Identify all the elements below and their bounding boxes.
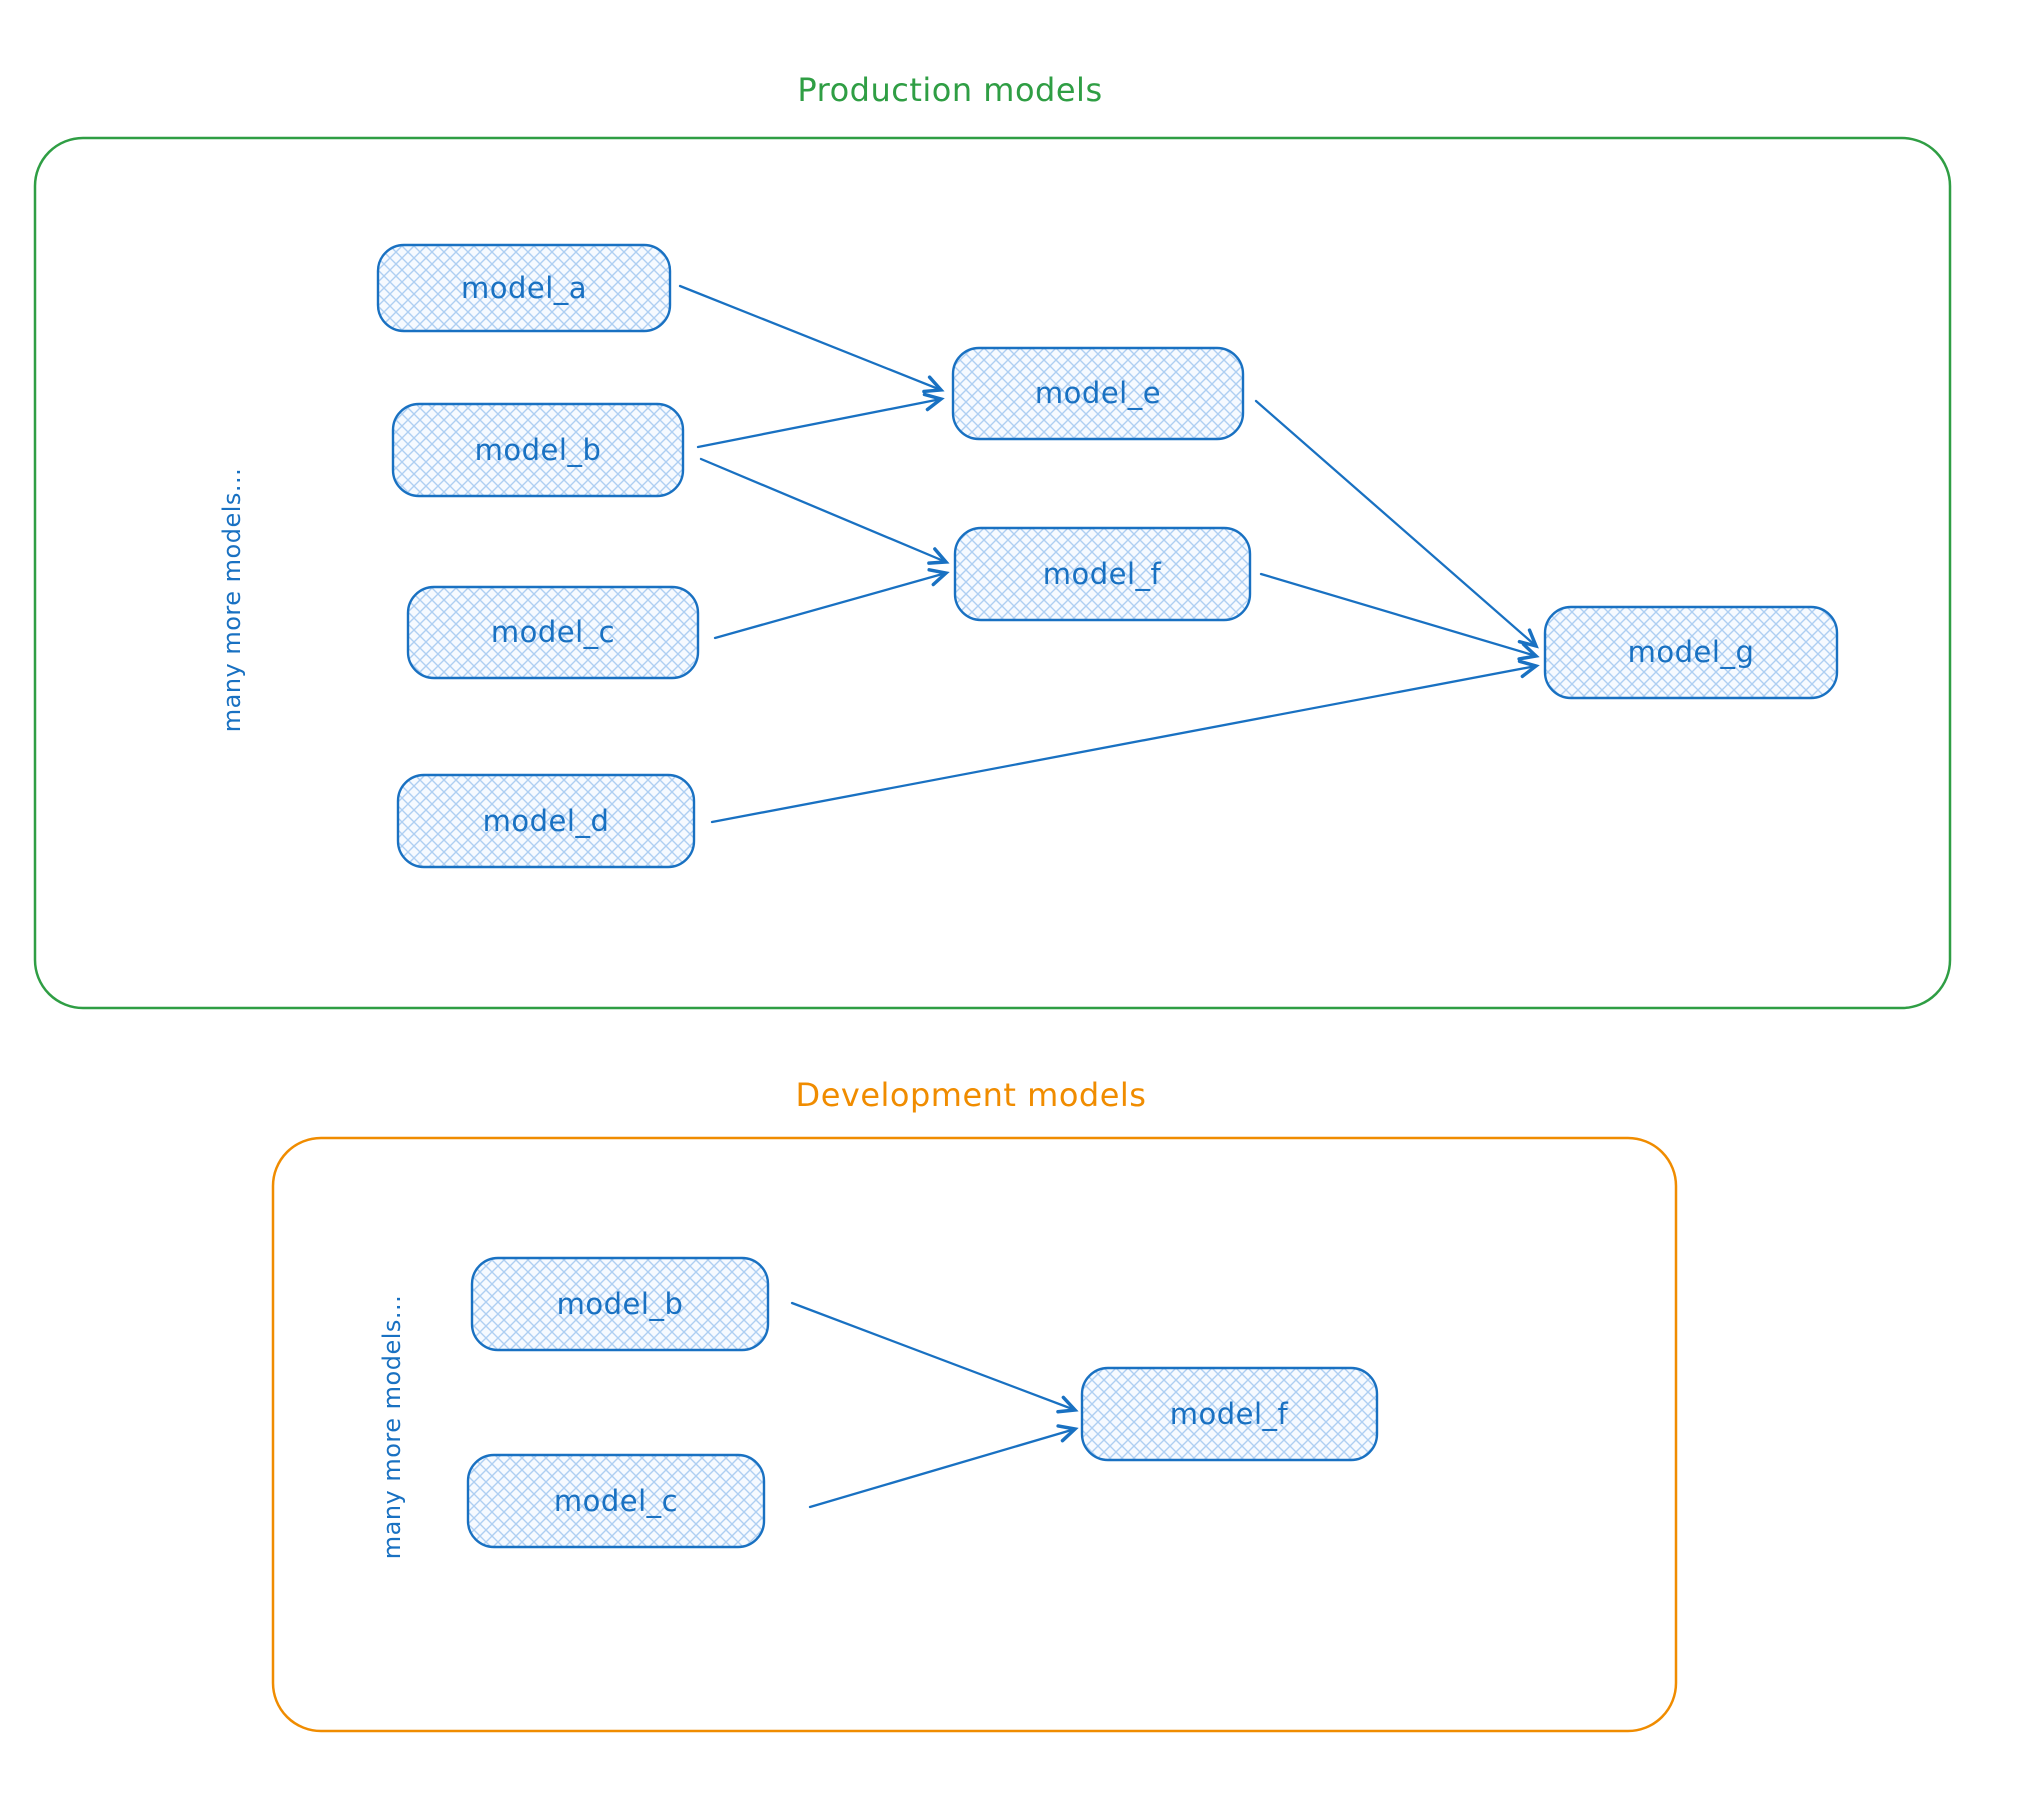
node-box [953, 526, 1252, 622]
arrow-dev-model-c-to-model-f[interactable] [808, 1429, 1075, 1509]
node-label: model_b [475, 433, 602, 467]
arrow-model-a-to-model-e[interactable] [678, 284, 941, 390]
node-label: model_c [491, 615, 615, 649]
production-container[interactable] [33, 136, 1952, 1010]
node-box [396, 773, 696, 869]
arrow-model-f-to-model-g[interactable] [1259, 572, 1536, 656]
node-box [951, 346, 1245, 441]
arrow-model-e-to-model-g[interactable] [1254, 399, 1536, 646]
arrow-model-b-to-model-f[interactable] [699, 457, 946, 562]
node-label: model_a [461, 271, 587, 305]
node-label: model_b [557, 1287, 684, 1321]
node-production-model-b[interactable]: model_b [391, 402, 685, 498]
node-label: model_c [554, 1484, 678, 1518]
arrow-model-c-to-model-f[interactable] [713, 573, 946, 640]
node-development-model-c[interactable]: model_c [466, 1453, 766, 1549]
production-section: Production models many more models... mo… [33, 71, 1952, 1010]
development-side-label[interactable]: many more models... [378, 1295, 406, 1560]
development-section: Development models many more models... m… [271, 1076, 1678, 1733]
node-box [376, 243, 672, 333]
node-box [466, 1453, 766, 1549]
node-production-model-d[interactable]: model_d [396, 773, 696, 869]
production-side-label[interactable]: many more models... [218, 468, 246, 733]
node-box [391, 402, 685, 498]
node-box [406, 585, 700, 680]
node-production-model-f[interactable]: model_f [953, 526, 1252, 622]
node-label: model_f [1043, 557, 1162, 591]
node-box [470, 1256, 770, 1352]
production-section-title[interactable]: Production models [797, 71, 1102, 109]
node-development-model-b[interactable]: model_b [470, 1256, 770, 1352]
development-container[interactable] [271, 1136, 1678, 1733]
node-label: model_e [1035, 376, 1161, 410]
node-production-model-c[interactable]: model_c [406, 585, 700, 680]
development-section-title[interactable]: Development models [796, 1076, 1147, 1114]
node-production-model-e[interactable]: model_e [951, 346, 1245, 441]
arrow-model-d-to-model-g[interactable] [710, 666, 1536, 824]
node-production-model-g[interactable]: model_g [1543, 605, 1839, 700]
node-label: model_g [1628, 635, 1755, 669]
arrow-dev-model-b-to-model-f[interactable] [790, 1301, 1075, 1410]
node-development-model-f[interactable]: model_f [1080, 1366, 1379, 1462]
node-label: model_f [1170, 1397, 1289, 1431]
node-box [1543, 605, 1839, 700]
arrow-model-b-to-model-e[interactable] [696, 399, 941, 449]
node-box [1080, 1366, 1379, 1462]
node-production-model-a[interactable]: model_a [376, 243, 672, 333]
node-label: model_d [483, 804, 610, 838]
